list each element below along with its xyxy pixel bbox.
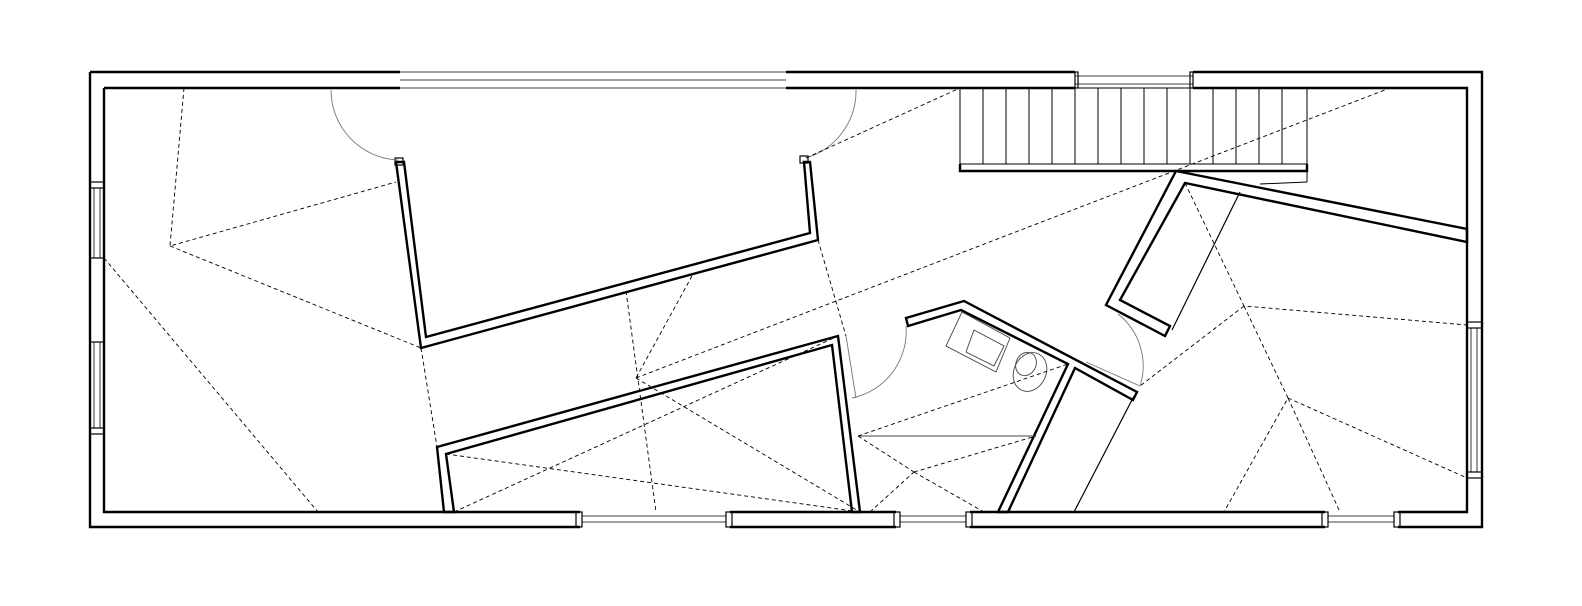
exterior-wall-inner [102, 86, 1469, 514]
exterior-walls [88, 70, 1484, 529]
wall-bathroom [904, 299, 1139, 514]
window-bottom-1 [575, 511, 733, 528]
door-swing-bath [851, 325, 907, 399]
window-left-lower [89, 342, 105, 435]
wall-east-room [1104, 169, 1469, 338]
sink [945, 311, 1011, 373]
window-bottom-2 [893, 511, 973, 528]
window-bottom-3 [1321, 511, 1401, 528]
door-swings [330, 89, 1144, 399]
exterior-wall-outer [88, 70, 1484, 529]
interior-walls [394, 155, 1469, 514]
window-left-upper [89, 181, 105, 343]
window-right [1466, 321, 1483, 479]
door-swing-northeast [805, 89, 857, 159]
windows [89, 71, 1483, 528]
bathroom-fixtures [858, 191, 1241, 513]
ceiling-lines [103, 87, 1468, 513]
wall-north-room [394, 160, 820, 350]
door-swing-northwest [330, 89, 399, 161]
door-swing-east [1117, 313, 1144, 387]
toilet [1012, 352, 1048, 392]
staircase [958, 87, 1309, 185]
wall-south-room [435, 334, 862, 514]
